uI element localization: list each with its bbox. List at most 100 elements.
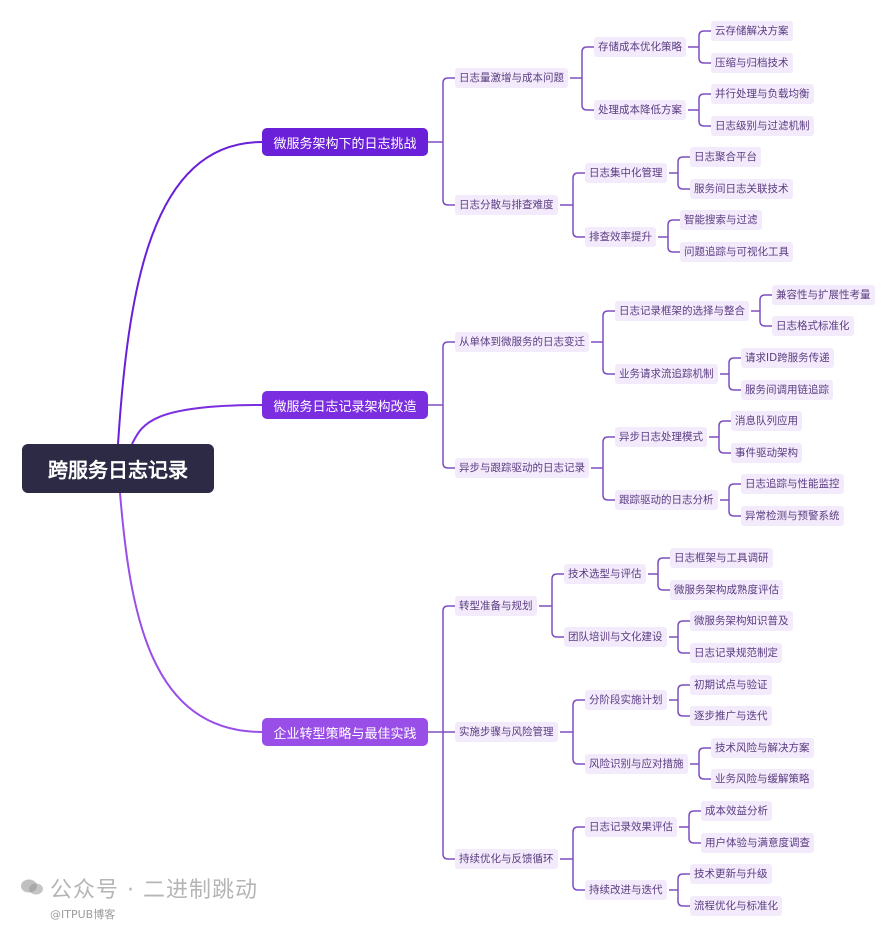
connector-line — [581, 78, 594, 111]
subtopic-node[interactable]: 排查效率提升 — [585, 227, 656, 247]
connector-line — [572, 205, 585, 238]
topic-node[interactable]: 从单体到微服务的日志变迁 — [455, 332, 589, 352]
leaf-node[interactable]: 技术更新与升级 — [690, 864, 772, 884]
connector-line — [698, 764, 711, 780]
wechat-icon — [21, 879, 43, 895]
connector-line — [698, 93, 711, 110]
connector-line — [602, 310, 615, 342]
connector-line — [677, 620, 690, 637]
connector-line — [581, 46, 594, 78]
branch-node[interactable]: 微服务日志记录架构改造 — [262, 391, 428, 419]
connector-line — [442, 732, 455, 860]
connector-line — [718, 437, 731, 454]
leaf-node[interactable]: 消息队列应用 — [731, 411, 802, 431]
connector-line — [602, 342, 615, 375]
topic-node[interactable]: 持续优化与反馈循环 — [455, 849, 558, 869]
leaf-node[interactable]: 技术风险与解决方案 — [711, 738, 814, 758]
connector-line — [728, 500, 741, 517]
subtopic-node[interactable]: 日志记录效果评估 — [585, 817, 677, 837]
connector-line — [677, 637, 690, 654]
connector-line — [602, 436, 615, 468]
connector-line — [728, 483, 741, 500]
connector-line — [667, 237, 680, 253]
leaf-node[interactable]: 云存储解决方案 — [711, 21, 793, 41]
subtopic-node[interactable]: 异步日志处理模式 — [615, 427, 707, 447]
leaf-node[interactable]: 逐步推广与迭代 — [690, 706, 772, 726]
connector-line — [677, 156, 690, 173]
connector-line — [572, 732, 585, 765]
connector-line — [131, 404, 263, 445]
leaf-node[interactable]: 请求ID跨服务传递 — [741, 348, 834, 368]
topic-node[interactable]: 转型准备与规划 — [455, 596, 537, 616]
topic-node[interactable]: 实施步骤与风险管理 — [455, 722, 558, 742]
leaf-node[interactable]: 初期试点与验证 — [690, 675, 772, 695]
subtopic-node[interactable]: 日志记录框架的选择与整合 — [615, 301, 749, 321]
connector-line — [657, 574, 670, 591]
subtopic-node[interactable]: 跟踪驱动的日志分析 — [615, 490, 718, 510]
leaf-node[interactable]: 服务间调用链追踪 — [741, 380, 833, 400]
subtopic-node[interactable]: 持续改进与迭代 — [585, 880, 667, 900]
connector-line — [677, 684, 690, 700]
connector-line — [677, 873, 690, 890]
leaf-node[interactable]: 服务间日志关联技术 — [690, 179, 793, 199]
connector-line — [442, 341, 455, 405]
leaf-node[interactable]: 流程优化与标准化 — [690, 896, 782, 916]
connector-line — [759, 294, 772, 311]
subtopic-node[interactable]: 技术选型与评估 — [564, 564, 646, 584]
connector-line — [759, 311, 772, 327]
connector-line — [698, 747, 711, 764]
subtopic-node[interactable]: 日志集中化管理 — [585, 163, 667, 183]
connector-line — [442, 142, 455, 206]
connector-line — [442, 605, 455, 732]
subtopic-node[interactable]: 存储成本优化策略 — [594, 37, 686, 57]
connector-line — [572, 699, 585, 732]
leaf-node[interactable]: 日志追踪与性能监控 — [741, 474, 844, 494]
leaf-node[interactable]: 并行处理与负载均衡 — [711, 84, 814, 104]
leaf-node[interactable]: 日志级别与过滤机制 — [711, 116, 814, 136]
topic-node[interactable]: 异步与跟踪驱动的日志记录 — [455, 458, 589, 478]
leaf-node[interactable]: 业务风险与缓解策略 — [711, 769, 814, 789]
leaf-node[interactable]: 成本效益分析 — [701, 801, 772, 821]
topic-node[interactable]: 日志分散与排查难度 — [455, 195, 558, 215]
leaf-node[interactable]: 异常检测与预警系统 — [741, 506, 844, 526]
connector-line — [442, 405, 455, 469]
leaf-node[interactable]: 压缩与归档技术 — [711, 53, 793, 73]
connector-line — [119, 492, 263, 733]
connector-line — [728, 374, 741, 391]
leaf-node[interactable]: 用户体验与满意度调查 — [701, 833, 814, 853]
subtopic-node[interactable]: 风险识别与应对措施 — [585, 754, 688, 774]
topic-node[interactable]: 日志量激增与成本问题 — [455, 68, 568, 88]
root-node[interactable]: 跨服务日志记录 — [22, 444, 214, 493]
connector-line — [698, 110, 711, 127]
subtopic-node[interactable]: 分阶段实施计划 — [585, 690, 667, 710]
leaf-node[interactable]: 问题追踪与可视化工具 — [680, 242, 793, 262]
leaf-node[interactable]: 事件驱动架构 — [731, 443, 802, 463]
connector-line — [688, 827, 701, 844]
subtopic-node[interactable]: 业务请求流追踪机制 — [615, 364, 718, 384]
connector-line — [572, 826, 585, 859]
connector-line — [442, 77, 455, 142]
connector-line — [551, 606, 564, 638]
connector-line — [667, 219, 680, 237]
branch-node[interactable]: 企业转型策略与最佳实践 — [262, 718, 428, 746]
connector-line — [677, 173, 690, 190]
branch-node[interactable]: 微服务架构下的日志挑战 — [262, 128, 428, 156]
leaf-node[interactable]: 微服务架构知识普及 — [690, 611, 793, 631]
leaf-node[interactable]: 日志框架与工具调研 — [670, 548, 773, 568]
connector-line — [551, 573, 564, 606]
leaf-node[interactable]: 智能搜索与过滤 — [680, 210, 762, 230]
connector-line — [117, 141, 263, 445]
subtopic-node[interactable]: 团队培训与文化建设 — [564, 627, 667, 647]
leaf-node[interactable]: 日志聚合平台 — [690, 147, 761, 167]
leaf-node[interactable]: 微服务架构成熟度评估 — [670, 580, 783, 600]
leaf-node[interactable]: 日志格式标准化 — [772, 316, 854, 336]
leaf-node[interactable]: 兼容性与扩展性考量 — [772, 285, 875, 305]
connector-line — [677, 700, 690, 717]
subtopic-node[interactable]: 处理成本降低方案 — [594, 100, 686, 120]
connector-line — [572, 859, 585, 891]
leaf-node[interactable]: 日志记录规范制定 — [690, 643, 782, 663]
connector-line — [602, 468, 615, 501]
connector-line — [688, 810, 701, 827]
